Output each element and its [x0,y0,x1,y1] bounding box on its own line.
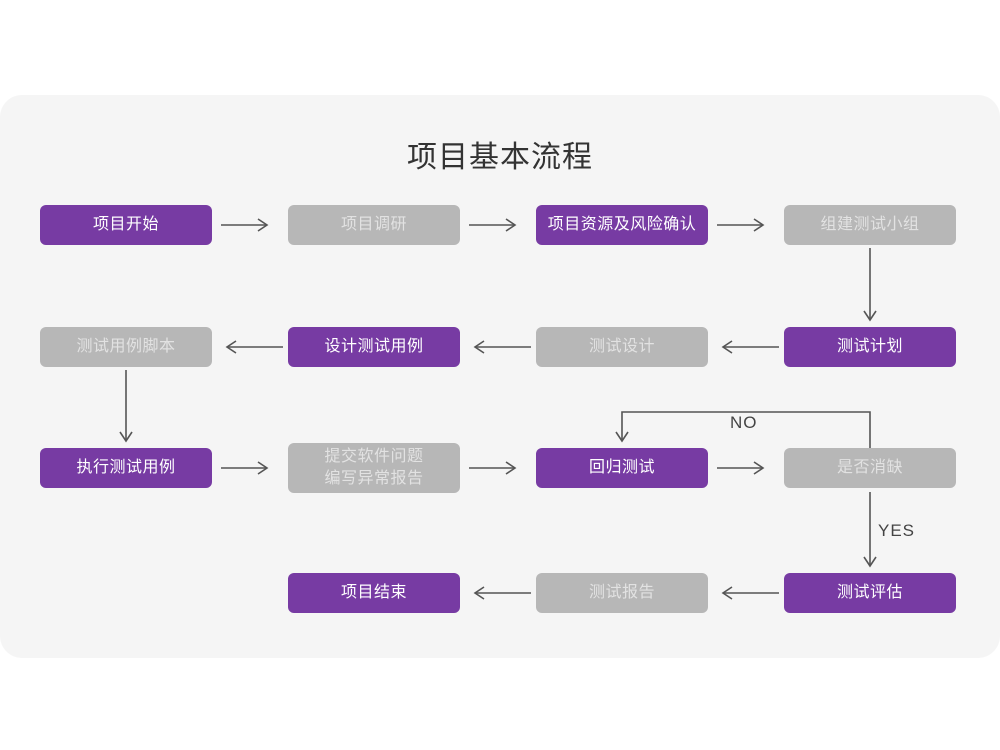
arrow-n9-n10 [221,461,269,475]
arrow-n7-n6 [473,340,531,354]
diagram-canvas [0,95,1000,658]
node-regression-test[interactable]: 回归测试 [536,448,708,488]
node-test-design[interactable]: 测试设计 [536,327,708,367]
arrow-n11-n12 [717,461,765,475]
arrow-n15-n14 [721,586,779,600]
arrow-n2-n3 [469,218,517,232]
node-test-plan[interactable]: 测试计划 [784,327,956,367]
page-title: 项目基本流程 [407,141,593,174]
arrow-n6-n5 [225,340,283,354]
node-test-evaluation[interactable]: 测试评估 [784,573,956,613]
node-project-end[interactable]: 项目结束 [288,573,460,613]
arrow-n1-n2 [221,218,269,232]
arrow-yes-n12-n15 [863,492,877,568]
arrow-n5-n9 [119,370,133,443]
node-resource-risk-confirm[interactable]: 项目资源及风险确认 [536,205,708,245]
arrow-n3-n4 [717,218,765,232]
node-design-test-case[interactable]: 设计测试用例 [288,327,460,367]
arrow-n10-n11 [469,461,517,475]
node-execute-test-case[interactable]: 执行测试用例 [40,448,212,488]
node-test-report[interactable]: 测试报告 [536,573,708,613]
arrow-n8-n7 [721,340,779,354]
edge-label-no: NO [730,413,758,432]
arrow-n4-n8 [863,248,877,322]
edge-label-yes: YES [878,521,916,540]
node-project-start[interactable]: 项目开始 [40,205,212,245]
node-submit-defect-report[interactable]: 提交软件问题 编写异常报告 [288,443,460,493]
node-project-research[interactable]: 项目调研 [288,205,460,245]
node-test-case-script[interactable]: 测试用例脚本 [40,327,212,367]
node-build-test-team[interactable]: 组建测试小组 [784,205,956,245]
arrow-n14-n13 [473,586,531,600]
node-defect-resolved-decision[interactable]: 是否消缺 [784,448,956,488]
